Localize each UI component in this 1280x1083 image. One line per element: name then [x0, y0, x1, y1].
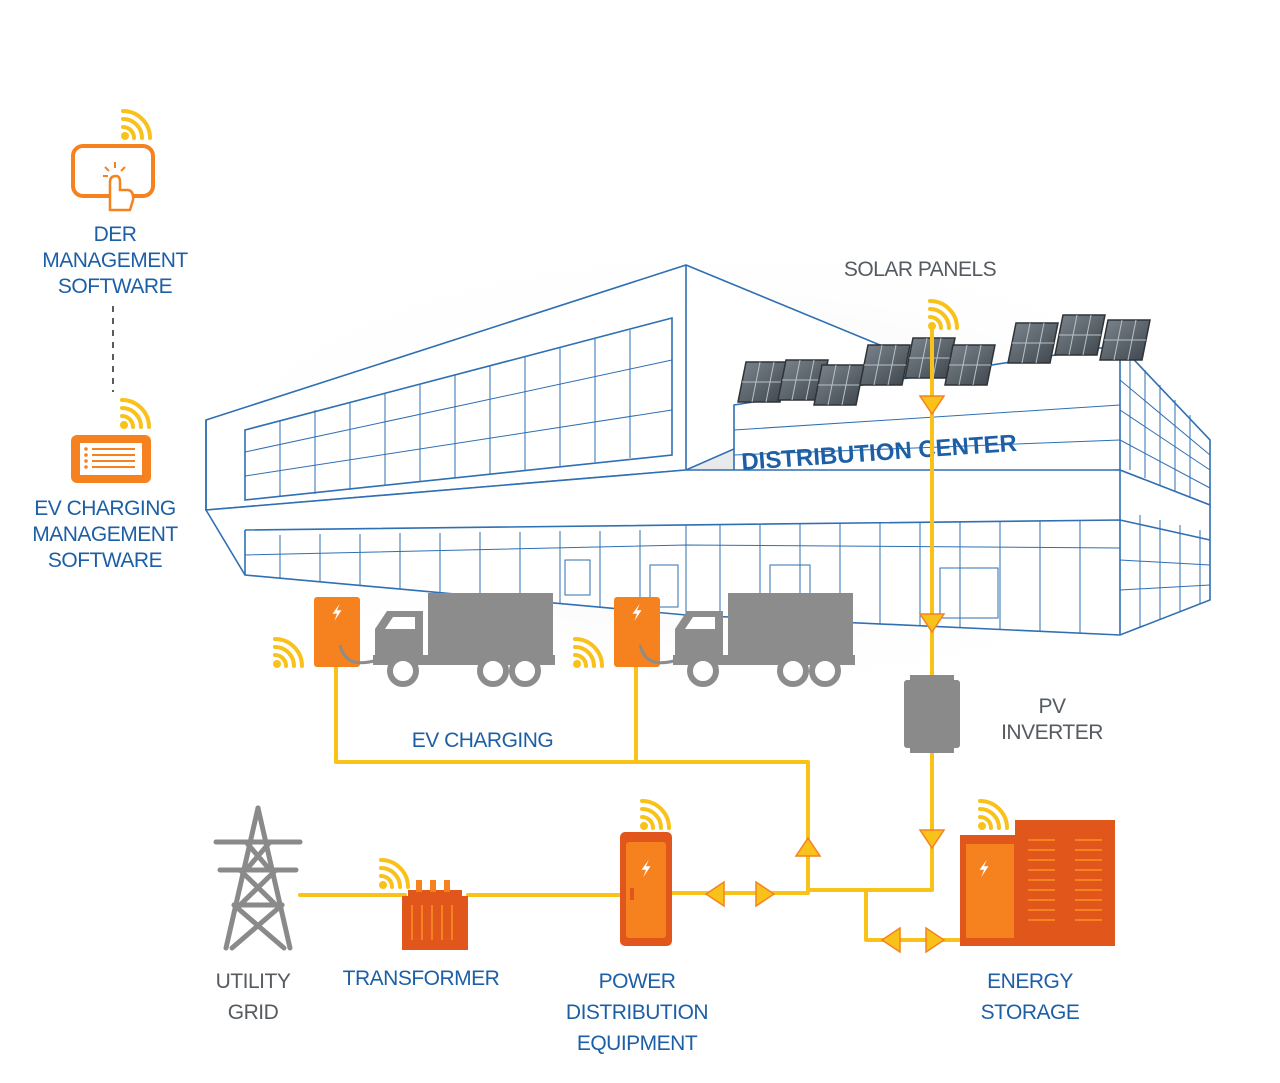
- solar-panels-label: SOLAR PANELS: [843, 258, 997, 281]
- touch-screen-icon: [71, 144, 155, 212]
- label-line: GRID: [227, 1001, 279, 1024]
- label-line: SOFTWARE: [47, 549, 163, 572]
- energy-storage-label: ENERGY STORAGE: [962, 966, 1098, 1028]
- power-distribution-cabinet: [620, 832, 672, 946]
- ev-software-label: EV CHARGING MANAGEMENT SOFTWARE: [20, 496, 190, 574]
- flow-arrows: [704, 395, 946, 954]
- pv-inverter: [904, 675, 960, 753]
- label-line: SOFTWARE: [57, 275, 173, 298]
- label-line: INVERTER: [1001, 721, 1103, 744]
- power-distribution-label: POWER DISTRIBUTION EQUIPMENT: [548, 966, 726, 1059]
- transformer: [402, 880, 468, 950]
- list-screen-icon: [71, 435, 151, 483]
- wireless-icon: [638, 799, 671, 832]
- label-line: MANAGEMENT: [42, 249, 188, 272]
- pv-inverter-label: PV INVERTER: [990, 694, 1114, 746]
- label-line: ENERGY: [987, 970, 1073, 993]
- label-line: STORAGE: [980, 1001, 1080, 1024]
- label-line: DISTRIBUTION: [565, 1001, 709, 1024]
- wireless-icon: [118, 398, 151, 431]
- ev-charging-label: EV CHARGING: [411, 729, 554, 752]
- label-line: MANAGEMENT: [32, 523, 178, 546]
- label-line: EQUIPMENT: [576, 1032, 698, 1055]
- label-line: DER: [93, 223, 137, 246]
- energy-storage-units: [960, 820, 1115, 946]
- wireless-icon: [271, 637, 304, 670]
- utility-grid-tower: [213, 805, 303, 951]
- label-line: EV CHARGING: [34, 497, 176, 520]
- label-line: UTILITY: [215, 970, 291, 993]
- der-software-label: DER MANAGEMENT SOFTWARE: [30, 222, 200, 300]
- label-line: PV: [1038, 695, 1066, 718]
- wireless-icon: [377, 858, 410, 891]
- wireless-icon: [976, 799, 1009, 832]
- label-line: POWER: [598, 970, 676, 993]
- transformer-label: TRANSFORMER: [342, 967, 500, 990]
- utility-grid-label: UTILITY GRID: [200, 966, 306, 1028]
- wireless-icon: [119, 109, 152, 142]
